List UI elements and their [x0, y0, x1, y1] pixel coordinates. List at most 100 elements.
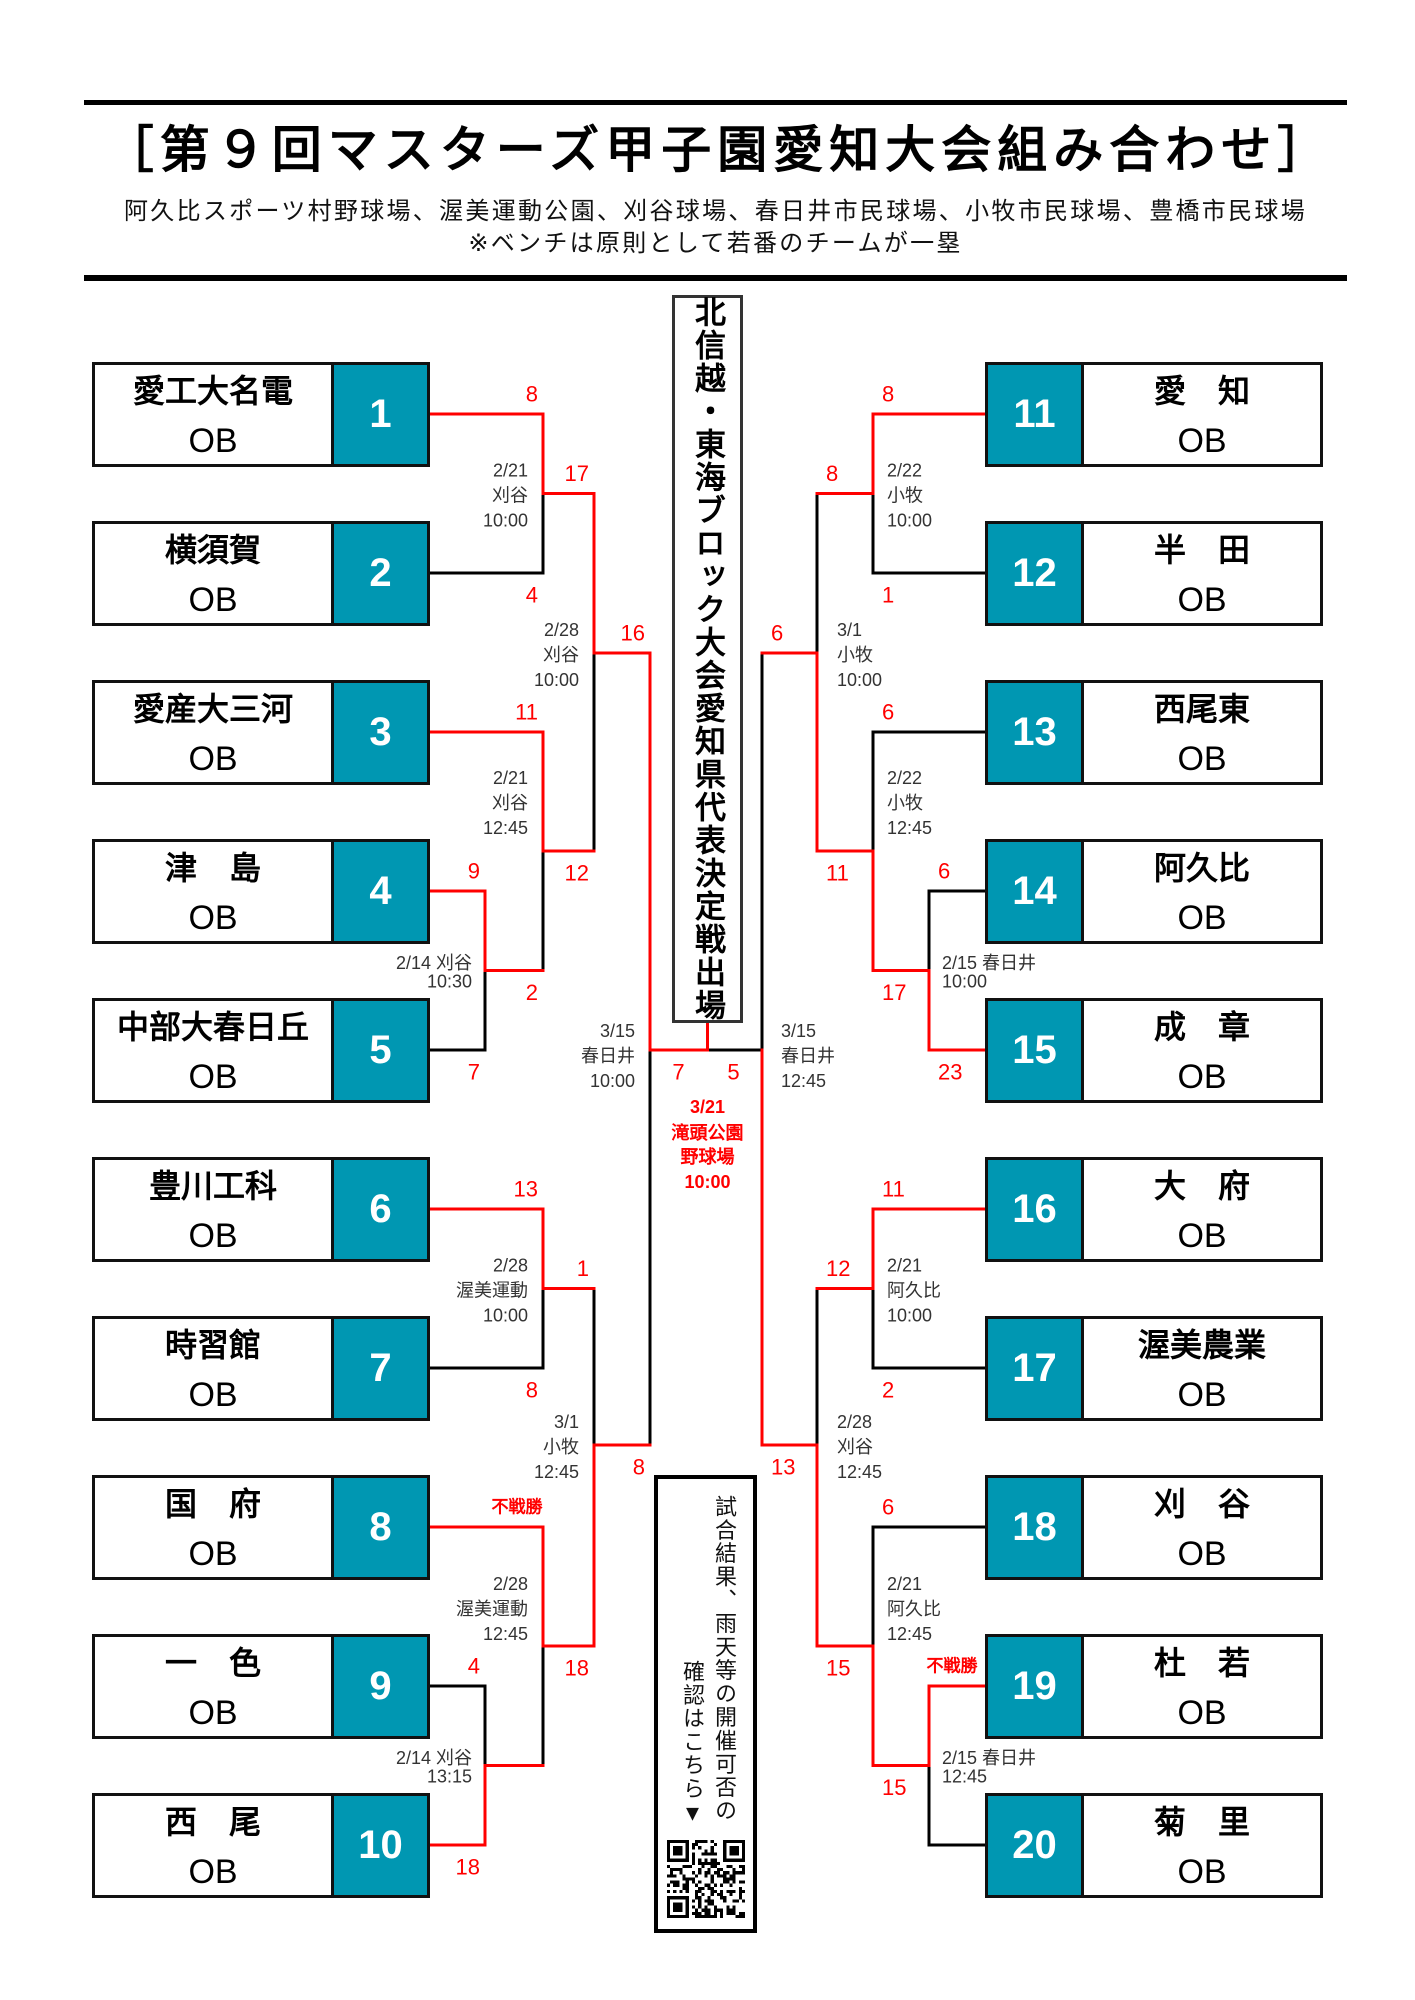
forfeit-label: 不戦勝	[927, 1656, 979, 1676]
match-info-line: 12:45	[887, 818, 932, 838]
match-info-line: 2/28	[493, 1574, 528, 1594]
score-label: 15	[882, 1775, 906, 1800]
match-info-line: 3/15	[781, 1021, 816, 1041]
match-info-line: 2/22	[887, 768, 922, 788]
match-info-line: 小牧	[887, 793, 923, 813]
match-info-line: 10:00	[942, 972, 987, 992]
match-info-line: 3/1	[554, 1412, 579, 1432]
match-info-line: 2/28	[493, 1256, 528, 1276]
match-info-line: 小牧	[837, 645, 873, 665]
final-info-line: 野球場	[681, 1147, 735, 1167]
results-info-text: 試合結果、雨天等の開催可否の 確認はこちら▼	[672, 1495, 740, 1827]
final-score-label: 5	[727, 1060, 739, 1085]
score-label: 18	[565, 1656, 589, 1681]
match-info-line: 10:00	[590, 1071, 635, 1091]
results-info-line-1: 試合結果、雨天等の開催可否の	[712, 1495, 737, 1823]
forfeit-label: 不戦勝	[492, 1497, 544, 1517]
match-info-line: 10:00	[483, 1306, 528, 1326]
score-label: 11	[515, 700, 538, 725]
score-label: 1	[882, 583, 894, 608]
match-info-line: 2/15 春日井	[942, 1748, 1036, 1768]
score-label: 11	[826, 861, 849, 886]
bracket-labels: 972/14 刈谷10:30842/21刈谷10:001122/21刈谷12:4…	[396, 382, 1036, 1880]
score-label: 8	[882, 382, 894, 407]
match-info-line: 2/28	[544, 620, 579, 640]
match-info-line: 2/14 刈谷	[396, 1748, 472, 1768]
match-info-line: 10:00	[483, 511, 528, 531]
match-info-line: 12:45	[942, 1767, 987, 1787]
score-label: 23	[938, 1060, 962, 1085]
bench-note: ※ベンチは原則として若番のチームが一塁	[468, 230, 963, 257]
final-score-label: 7	[672, 1060, 684, 1085]
score-label: 6	[882, 1495, 894, 1520]
match-info-line: 2/28	[837, 1412, 872, 1432]
results-info-line-2: 確認はこちら▼	[680, 1660, 705, 1827]
match-info-line: 10:00	[887, 1306, 932, 1326]
venue-list: 阿久比スポーツ村野球場、渥美運動公園、刈谷球場、春日井市民球場、小牧市民球場、豊…	[123, 198, 1308, 225]
qualification-banner: 北信越・東海ブロック大会愛知県代表決定戦出場	[672, 295, 743, 1023]
match-info-line: 12:45	[534, 1462, 579, 1482]
match-info-line: 12:45	[781, 1071, 826, 1091]
match-info-line: 小牧	[543, 1437, 579, 1457]
qualification-banner-text: 北信越・東海ブロック大会愛知県代表決定戦出場	[690, 296, 725, 1022]
score-label: 15	[826, 1656, 850, 1681]
match-info-line: 2/15 春日井	[942, 953, 1036, 973]
score-label: 6	[882, 700, 894, 725]
match-info-line: 刈谷	[492, 793, 528, 813]
score-label: 16	[621, 621, 645, 646]
match-info-line: 12:45	[483, 818, 528, 838]
match-info-line: 刈谷	[543, 645, 579, 665]
bracket-lines	[428, 492, 986, 1847]
match-info-line: 2/14 刈谷	[396, 953, 472, 973]
match-info-line: 10:00	[534, 670, 579, 690]
score-label: 8	[526, 382, 538, 407]
match-info-line: 刈谷	[837, 1437, 873, 1457]
score-label: 17	[882, 980, 906, 1005]
match-info-line: 春日井	[581, 1046, 635, 1066]
score-label: 18	[456, 1855, 480, 1880]
match-info-line: 2/21	[887, 1256, 922, 1276]
match-info-line: 阿久比	[887, 1281, 941, 1301]
match-info-line: 3/15	[600, 1021, 635, 1041]
match-info-line: 10:00	[837, 670, 882, 690]
final-info-line: 10:00	[684, 1172, 730, 1192]
score-label: 8	[526, 1378, 538, 1403]
match-info-line: 10:00	[887, 511, 932, 531]
final-info-line: 滝頭公園	[672, 1122, 744, 1143]
match-info-line: 小牧	[887, 486, 923, 506]
score-label: 13	[771, 1455, 795, 1480]
score-label: 8	[826, 461, 838, 486]
match-info-line: 13:15	[427, 1767, 472, 1787]
match-info-line: 阿久比	[887, 1599, 941, 1619]
match-info-line: 春日井	[781, 1046, 835, 1066]
match-info-line: 10:30	[427, 972, 472, 992]
qr-code-icon	[667, 1840, 745, 1918]
match-info-line: 2/21	[493, 461, 528, 481]
match-info-line: 渥美運動	[456, 1599, 528, 1619]
match-info-line: 2/21	[493, 768, 528, 788]
score-label: 1	[577, 1256, 589, 1281]
score-label: 7	[468, 1060, 480, 1085]
match-info-line: 12:45	[887, 1624, 932, 1644]
results-info-box: 試合結果、雨天等の開催可否の 確認はこちら▼	[654, 1475, 757, 1933]
page-title: ［第９回マスターズ甲子園愛知大会組み合わせ］	[103, 122, 1334, 178]
score-label: 4	[468, 1654, 480, 1679]
match-info-line: 12:45	[837, 1462, 882, 1482]
score-label: 9	[468, 859, 480, 884]
score-label: 11	[882, 1177, 905, 1202]
score-label: 12	[826, 1256, 850, 1281]
final-info-line: 3/21	[690, 1097, 725, 1117]
score-label: 17	[565, 461, 589, 486]
match-info-line: 12:45	[483, 1624, 528, 1644]
match-info-line: 3/1	[837, 620, 862, 640]
match-info-line: 渥美運動	[456, 1281, 528, 1301]
score-label: 8	[633, 1455, 645, 1480]
score-label: 2	[882, 1378, 894, 1403]
score-label: 6	[771, 621, 783, 646]
score-label: 12	[565, 861, 589, 886]
match-info-line: 刈谷	[492, 486, 528, 506]
score-label: 2	[526, 980, 538, 1005]
header-top-rule	[84, 100, 1347, 105]
score-label: 4	[526, 583, 538, 608]
